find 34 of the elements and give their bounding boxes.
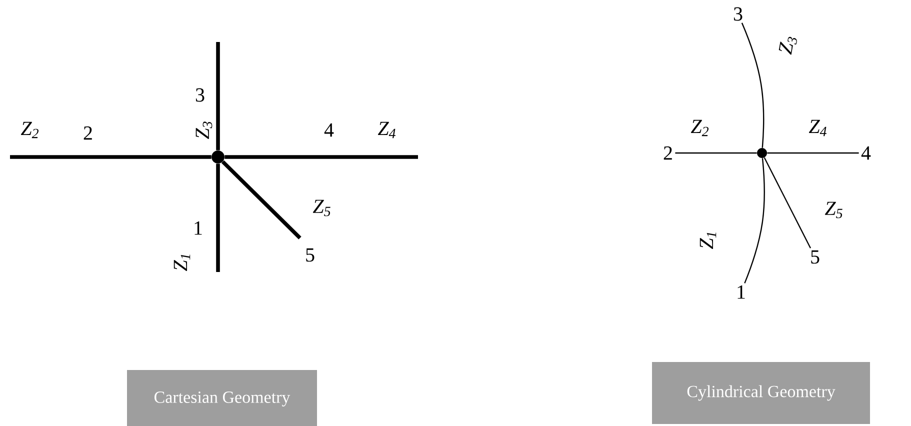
impedance-label: Z$_{5}$: [312, 200, 330, 216]
port-number: 4: [324, 123, 334, 137]
end-number: 1: [738, 285, 745, 299]
line: [216, 164, 220, 272]
line: [221, 160, 302, 240]
line: [10, 155, 212, 159]
title-box: Cartesian Geometry: [127, 370, 317, 426]
impedance-label: Z$_{5}$: [824, 202, 842, 218]
impedance-label: Z$_{4}$: [378, 122, 396, 138]
port-number: 3: [196, 88, 204, 102]
junction-dot: [757, 148, 767, 158]
line: [675, 152, 757, 154]
end-number: 4: [861, 146, 871, 160]
line: [741, 22, 764, 148]
port-number: 1: [194, 221, 202, 235]
line: [216, 42, 220, 150]
line: [767, 152, 859, 154]
port-number: 2: [84, 126, 92, 140]
junction-dot: [212, 150, 224, 164]
impedance-label: Z$_{1}$: [174, 254, 190, 272]
impedance-label: Z$_{1}$: [700, 232, 716, 250]
end-number: 2: [664, 146, 672, 160]
line: [764, 157, 812, 248]
impedance-label: Z$_{2}$: [20, 122, 38, 138]
impedance-label: Z$_{4}$: [808, 120, 826, 136]
impedance-label: Z$_{2}$: [690, 120, 708, 136]
line: [744, 158, 766, 284]
impedance-label: Z$_{3}$: [196, 122, 212, 140]
title-box: Cylindrical Geometry: [652, 362, 870, 424]
end-number: 5: [811, 250, 820, 264]
port-number: 5: [306, 248, 314, 262]
end-number: 3: [734, 7, 742, 21]
line: [224, 155, 418, 159]
impedance-label: Z$_{3}$: [778, 36, 797, 55]
